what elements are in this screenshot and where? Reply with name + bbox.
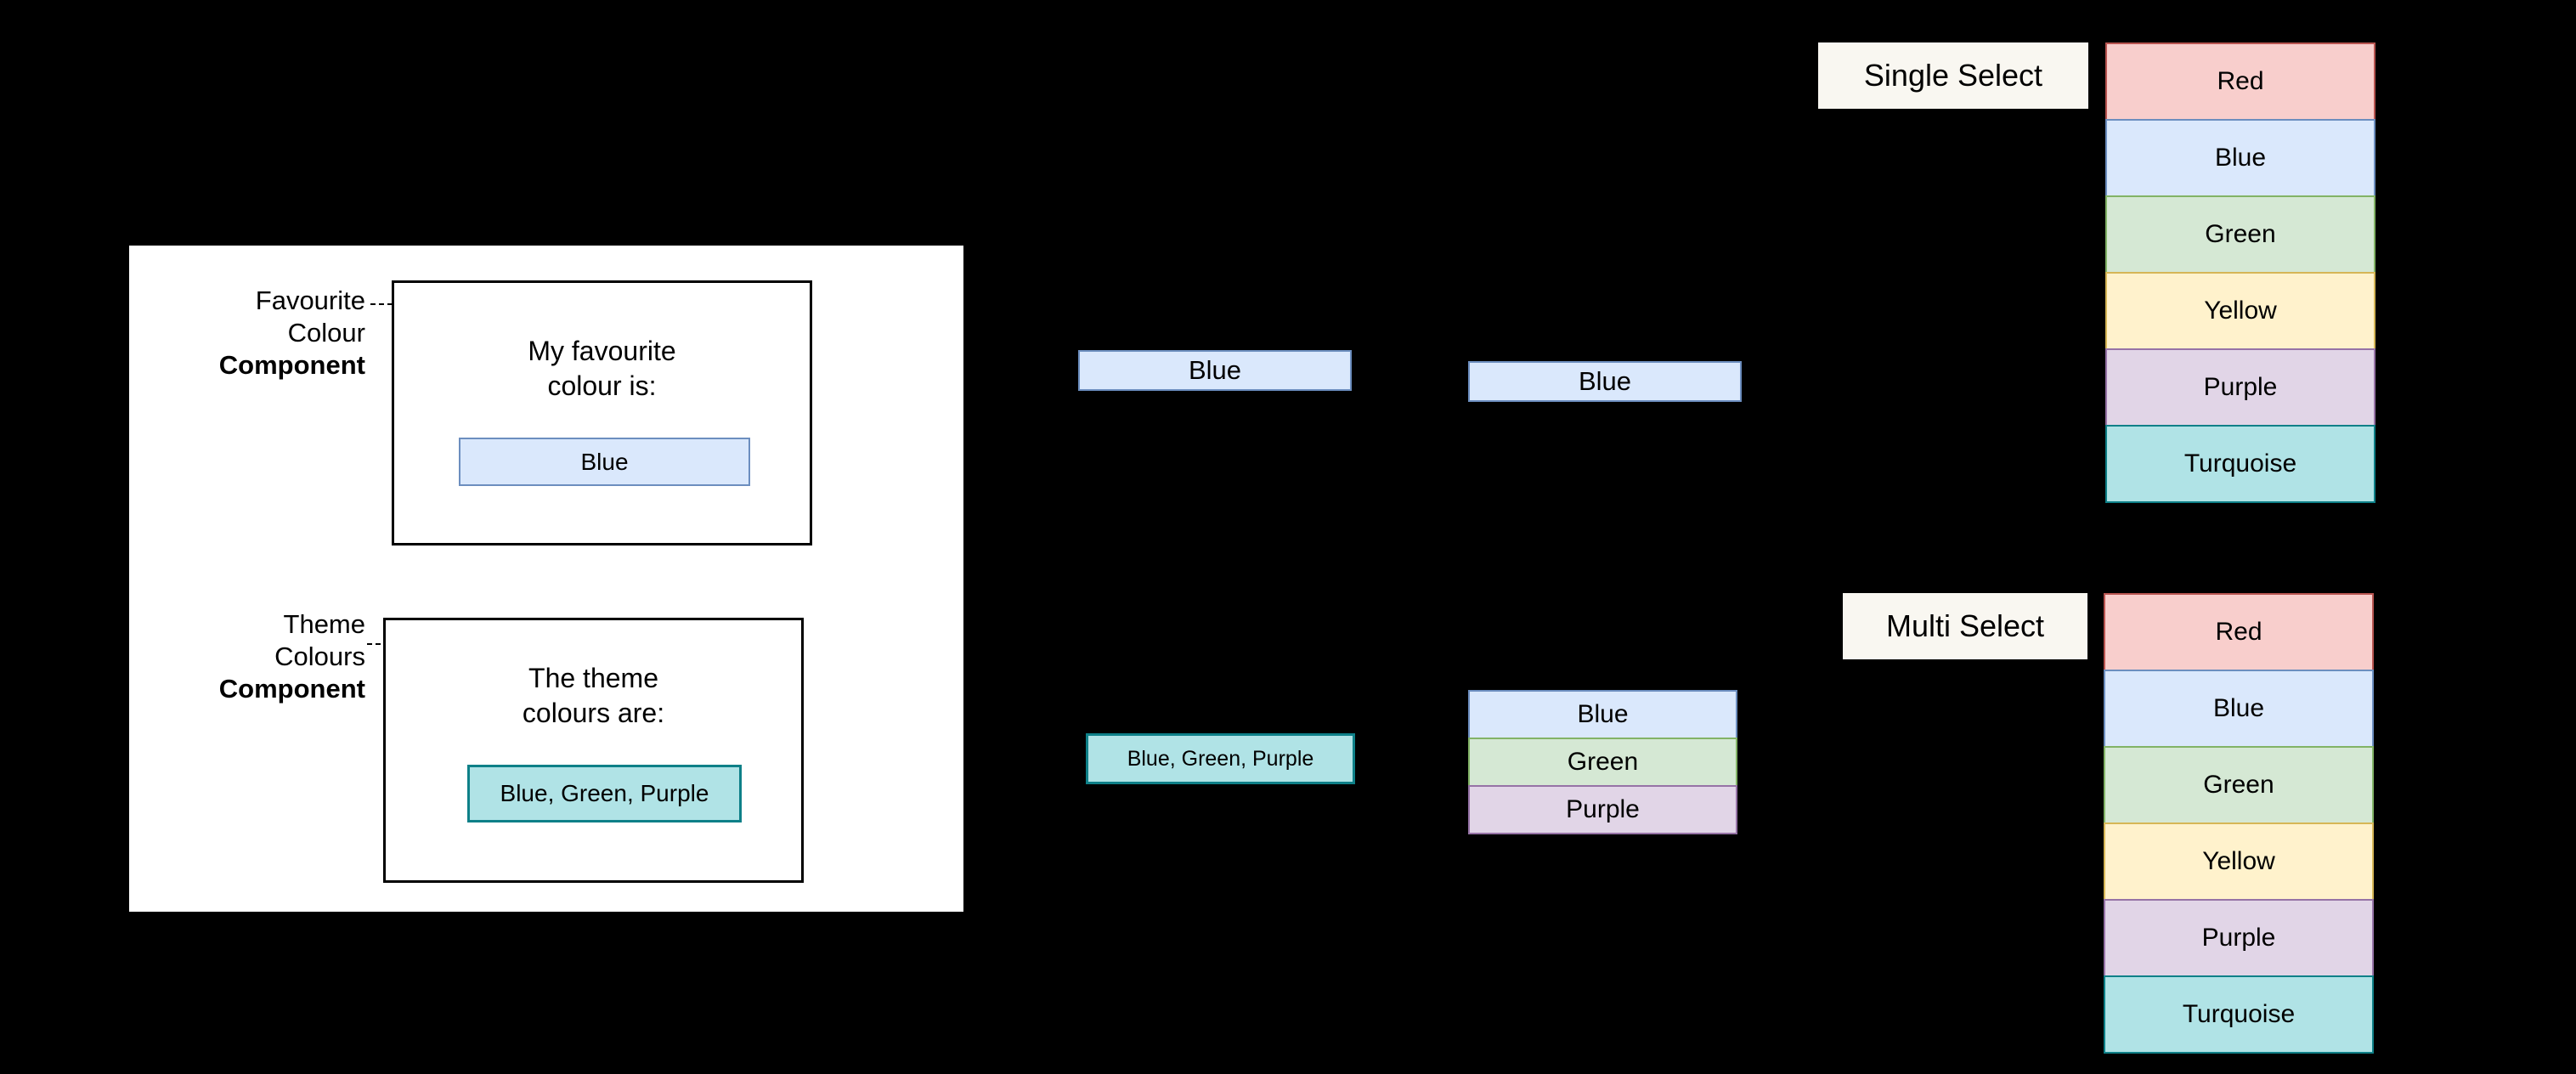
select-option-label: Blue (2214, 144, 2267, 172)
select-option-label: Green (2203, 771, 2274, 799)
select-option[interactable]: Purple (2104, 899, 2374, 977)
stack-row-label: Blue (1577, 700, 1629, 728)
theme-colours-value-chip[interactable]: Blue, Green, Purple (467, 765, 742, 822)
select-option-label: Yellow (2204, 297, 2277, 325)
theme-colours-component-frame: The theme colours are: Blue, Green, Purp… (383, 618, 804, 883)
select-option[interactable]: Yellow (2105, 272, 2375, 350)
select-option[interactable]: Turquoise (2104, 975, 2374, 1054)
select-option-label: Yellow (2202, 847, 2275, 875)
stack-row-label: Green (1567, 748, 1639, 776)
favourite-leader-line (370, 303, 393, 305)
favourite-label-line-2: Colour (287, 318, 365, 348)
select-option[interactable]: Turquoise (2105, 425, 2375, 503)
column-two-multi-value-chip[interactable]: Blue, Green, Purple (1086, 733, 1355, 784)
favourite-colour-component-frame: My favourite colour is: Blue (392, 280, 812, 545)
theme-label-line-2: Colours (274, 642, 365, 671)
column-three-single-value-chip[interactable]: Blue (1468, 361, 1742, 402)
theme-label-line-3: Component (218, 674, 365, 704)
select-option[interactable]: Red (2105, 42, 2375, 121)
single-select-title-text: Single Select (1863, 58, 2043, 93)
theme-colours-value-text: Blue, Green, Purple (500, 780, 709, 806)
favourite-colour-value-chip[interactable]: Blue (459, 438, 750, 486)
multi-select-title: Multi Select (1843, 593, 2087, 659)
stack-row: Purple (1468, 785, 1737, 834)
select-option[interactable]: Blue (2104, 670, 2374, 748)
select-option[interactable]: Yellow (2104, 822, 2374, 901)
favourite-component-body-text: My favourite colour is: (528, 336, 676, 401)
select-option-label: Red (2215, 618, 2262, 646)
favourite-colour-value-text: Blue (580, 448, 629, 475)
select-option-label: Turquoise (2182, 1000, 2296, 1028)
multi-select-title-text: Multi Select (1885, 608, 2045, 643)
select-option-label: Purple (2203, 373, 2278, 401)
select-option-label: Red (2217, 67, 2264, 95)
select-option-label: Turquoise (2183, 449, 2297, 478)
select-option[interactable]: Blue (2105, 119, 2375, 197)
select-option[interactable]: Red (2104, 593, 2374, 671)
theme-leader-line (367, 643, 389, 645)
theme-label-line-1: Theme (283, 609, 365, 639)
favourite-label-line-1: Favourite (255, 285, 365, 315)
column-two-single-value-chip[interactable]: Blue (1078, 350, 1352, 391)
stack-row: Green (1468, 738, 1737, 787)
select-option-label: Purple (2201, 924, 2276, 952)
select-option[interactable]: Purple (2105, 348, 2375, 427)
theme-component-body-text: The theme colours are: (522, 663, 665, 728)
select-option-label: Green (2205, 220, 2276, 248)
stack-row-label: Purple (1566, 795, 1640, 823)
column-two-multi-value-text: Blue, Green, Purple (1127, 746, 1314, 771)
select-option[interactable]: Green (2104, 746, 2374, 824)
stack-row: Blue (1468, 690, 1737, 739)
select-option[interactable]: Green (2105, 195, 2375, 274)
select-option-label: Blue (2212, 694, 2265, 722)
favourite-colour-component-label: Favourite Colour Component (153, 285, 365, 382)
column-three-single-value-text: Blue (1578, 366, 1632, 396)
single-select-title: Single Select (1818, 42, 2088, 109)
column-two-single-value-text: Blue (1188, 355, 1242, 385)
theme-colours-component-label: Theme Colours Component (153, 608, 365, 705)
favourite-label-line-3: Component (218, 350, 365, 380)
